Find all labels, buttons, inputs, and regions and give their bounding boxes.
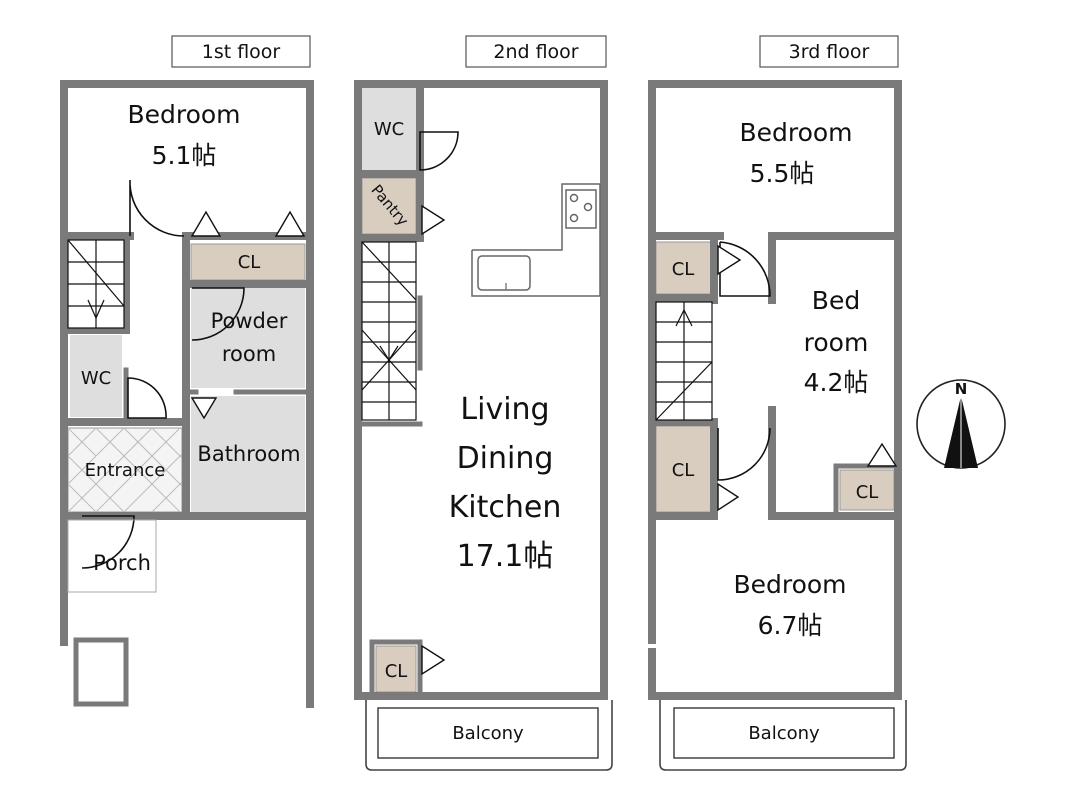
label-bedroom-north-size: 5.5帖 [750, 159, 815, 188]
balcony-2f: Balcony [365, 700, 613, 771]
sink [477, 255, 531, 291]
label-ldk-3: Kitchen [449, 490, 562, 525]
label-closet-3f-1: CL [672, 259, 695, 280]
label-ldk-size: 17.1帖 [457, 539, 554, 574]
label-ldk-2: Dining [457, 441, 554, 476]
label-bedroom-1f-size: 5.1帖 [152, 141, 217, 170]
second-floor: Balcony WC Pantry Living Dining Kitchen … [354, 80, 613, 771]
stairs-1f [67, 239, 125, 329]
wc-2f-area [362, 88, 416, 170]
stairs-2f [361, 241, 417, 421]
stairs-3f [655, 301, 713, 421]
label-bedroom-1f: Bedroom [127, 100, 240, 129]
label-bedroom-east-1: Bed [812, 286, 860, 315]
label-ldk-1: Living [460, 392, 549, 427]
wc-1f-area [70, 335, 122, 417]
label-bedroom-east-size: 4.2帖 [804, 368, 869, 397]
balcony-3f: Balcony [659, 700, 907, 771]
label-bedroom-north: Bedroom [739, 118, 852, 147]
label-wc-2f: WC [374, 119, 404, 140]
svg-text:2nd floor: 2nd floor [493, 41, 578, 63]
label-balcony-2f: Balcony [452, 723, 524, 744]
door-bedroom-south [717, 427, 771, 481]
porch-post [73, 637, 129, 707]
label-bathroom: Bathroom [197, 442, 300, 466]
door-wc-2f [419, 131, 459, 171]
third-floor: Balcony Bedroom 5.5帖 Bed room 4.2帖 Bedro… [648, 80, 907, 771]
powder-room-area [191, 288, 305, 388]
label-bedroom-south: Bedroom [733, 570, 846, 599]
door-wc-1f [127, 377, 167, 419]
floor-title-2nd: 2nd floor [465, 35, 607, 68]
svg-text:1st floor: 1st floor [202, 41, 281, 63]
bathroom-area [191, 396, 305, 512]
label-closet-3f-2: CL [672, 460, 695, 481]
floor-title-1st: 1st floor [171, 35, 311, 68]
compass-label: N [955, 380, 968, 398]
closet-3f-2 [655, 425, 713, 513]
stove [565, 189, 597, 229]
label-bedroom-east-2: room [804, 328, 869, 357]
door-bedroom-1f [129, 179, 185, 237]
door-powder-room [191, 287, 245, 341]
closet-2f [375, 645, 417, 693]
label-entrance: Entrance [85, 460, 166, 481]
svg-text:3rd floor: 3rd floor [789, 41, 870, 63]
label-closet-2f: CL [385, 661, 408, 682]
label-powder-room-2: room [222, 342, 276, 366]
label-closet-1f: CL [238, 252, 261, 273]
label-powder-room-1: Powder [211, 309, 288, 333]
kitchen-counter [471, 183, 601, 297]
floor-title-3rd: 3rd floor [759, 35, 899, 68]
door-bedroom-north [719, 241, 771, 297]
label-balcony-3f: Balcony [748, 723, 820, 744]
label-closet-3f-3: CL [856, 482, 879, 503]
label-bedroom-south-size: 6.7帖 [758, 611, 823, 640]
label-porch: Porch [93, 551, 151, 575]
north-compass-icon: N [916, 379, 1006, 469]
first-floor: Bedroom 5.1帖 CL Powder room WC Entrance … [60, 80, 314, 708]
label-wc-1f: WC [81, 368, 111, 389]
closet-1f [190, 243, 306, 281]
door-entrance [81, 515, 135, 569]
